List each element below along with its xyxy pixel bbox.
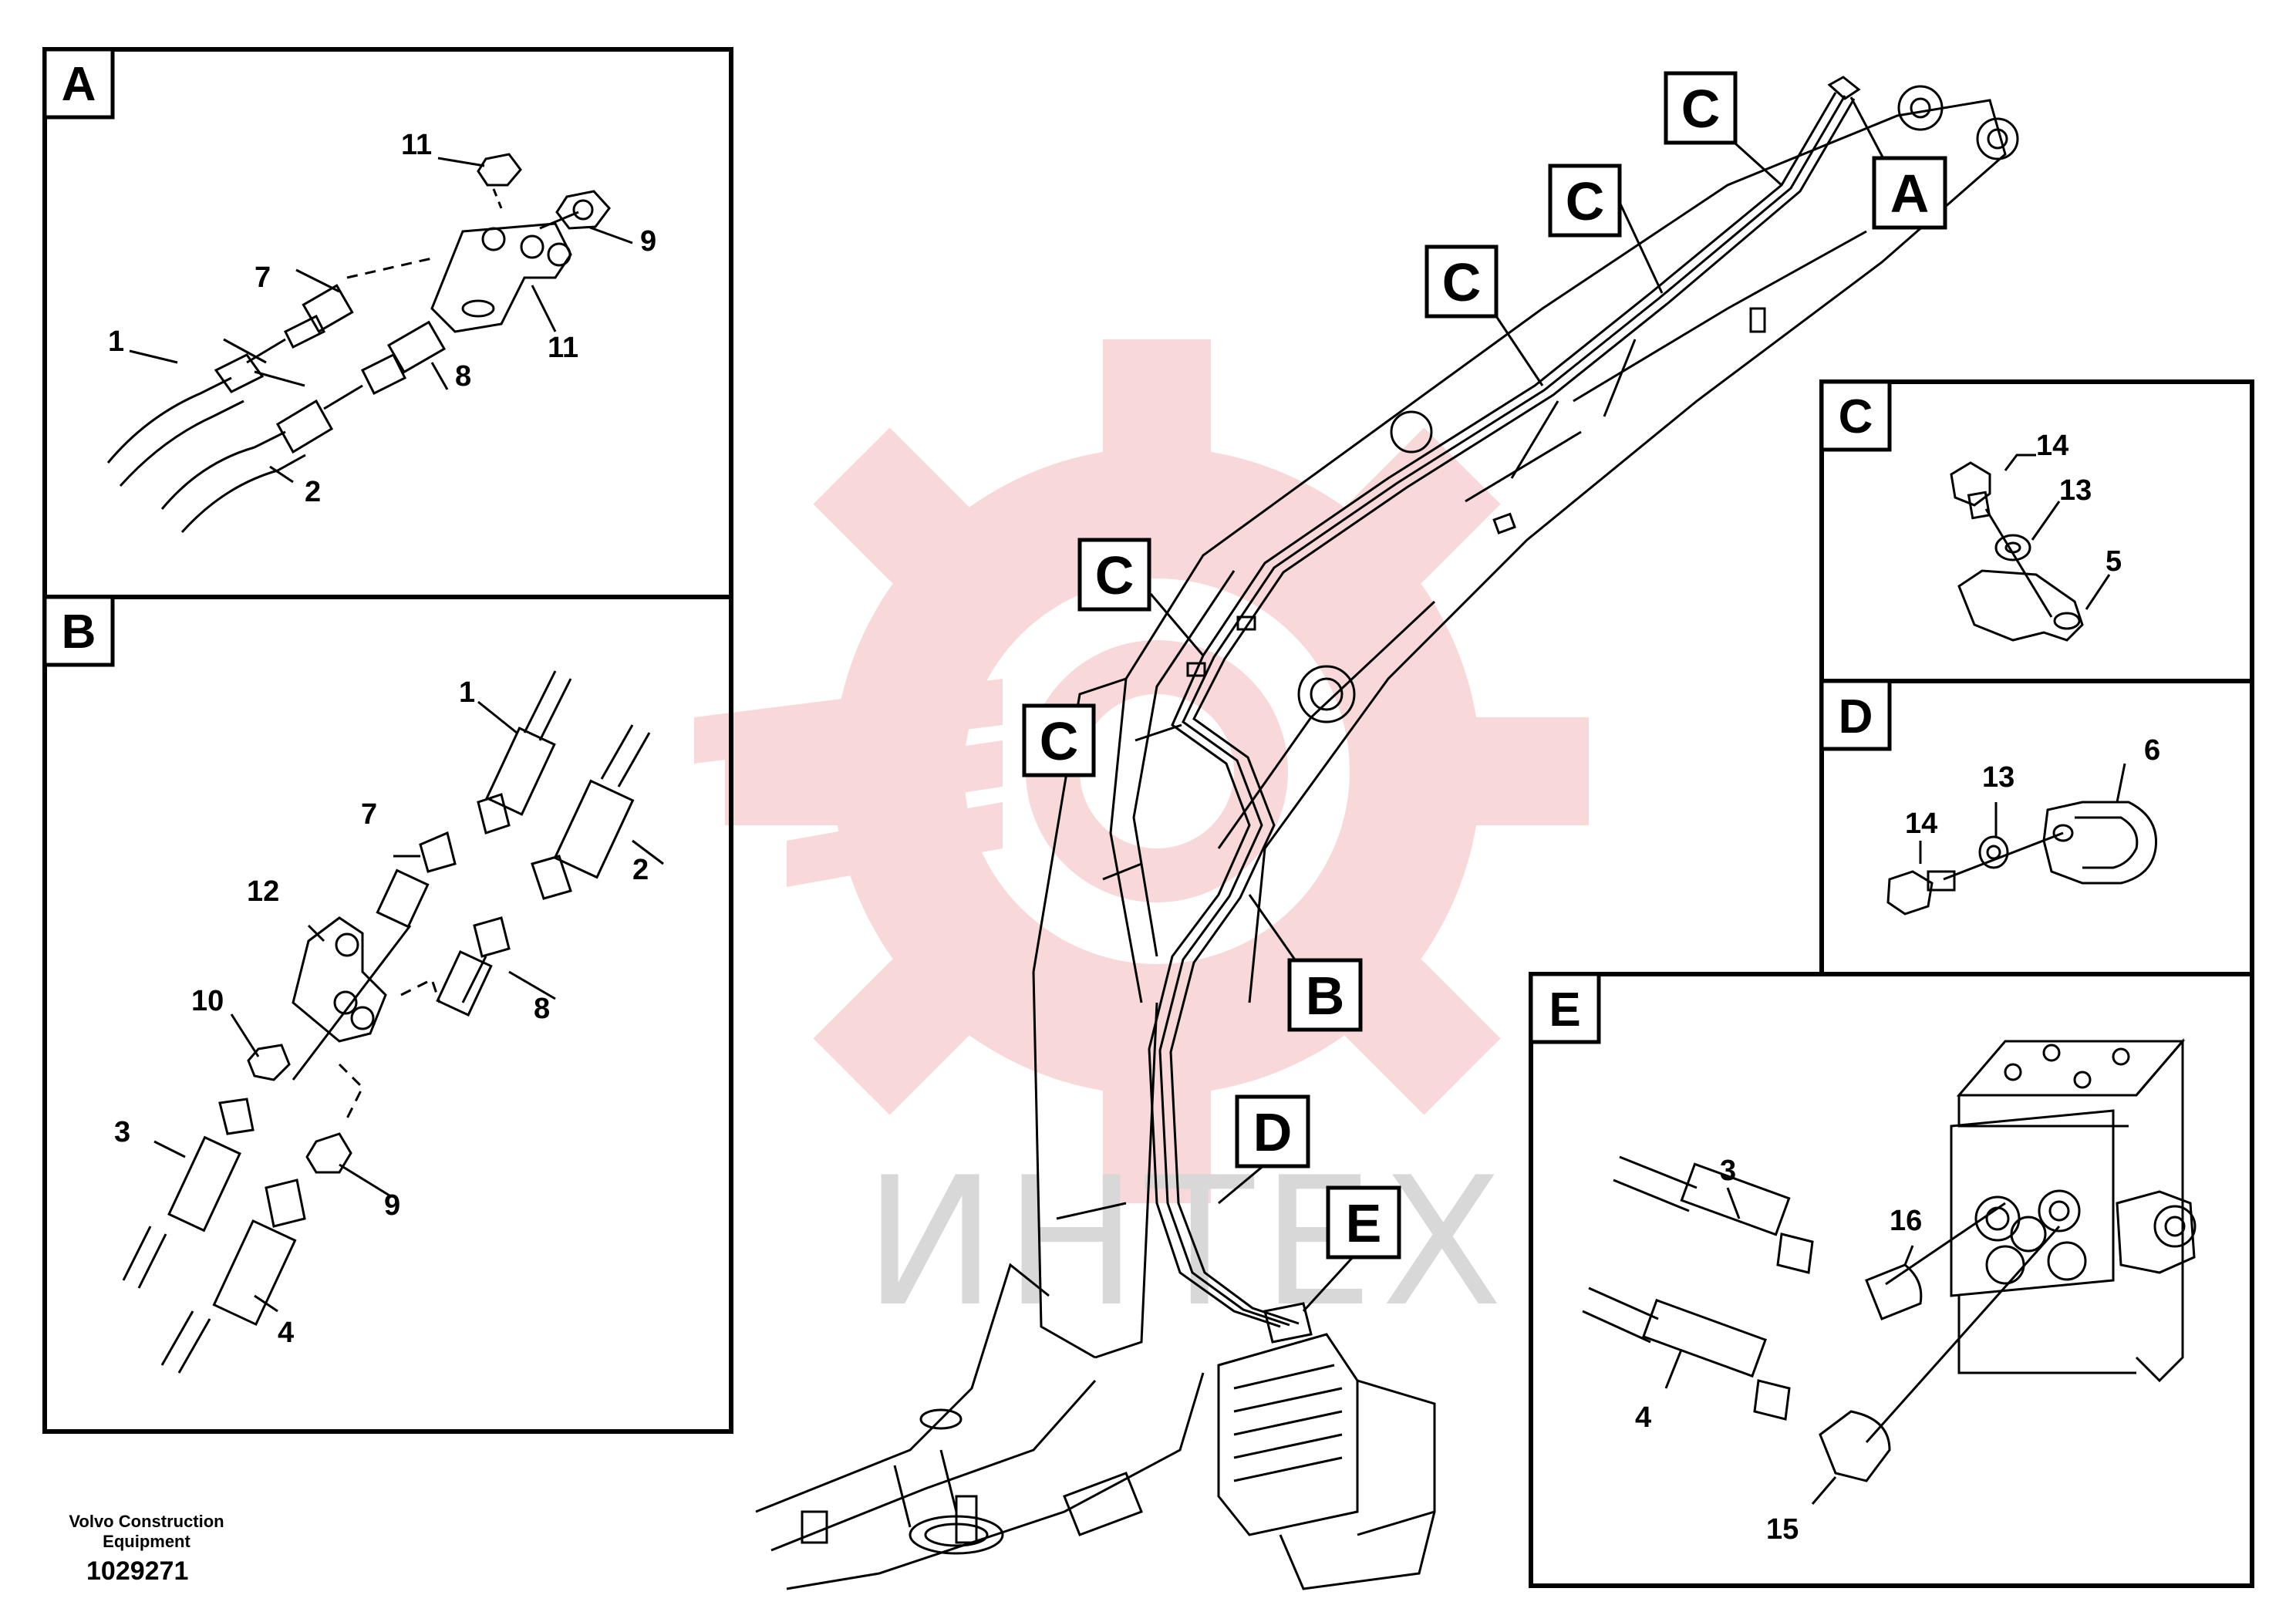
company-line-2: Equipment <box>103 1532 190 1551</box>
callout-11: 11 <box>548 332 578 364</box>
main-callout-C5: C <box>1022 703 1096 777</box>
callout-3: 3 <box>1720 1155 1736 1187</box>
inset-label-B: B <box>62 605 96 659</box>
callout-1: 1 <box>108 325 124 358</box>
main-callout-C2: C <box>1548 164 1622 238</box>
hose-routing <box>1148 76 1861 1328</box>
watermark-text: ИНТЕХ <box>864 1140 1510 1346</box>
view-reference-C: C <box>1040 711 1079 771</box>
callout-2: 2 <box>305 476 321 508</box>
main-callout-E: E <box>1326 1185 1401 1259</box>
callout-13: 13 <box>1982 761 2014 794</box>
inset-label-D: D <box>1839 690 1873 744</box>
inset-C: C 14 13 5 <box>1819 379 2254 683</box>
callout-5: 5 <box>2106 545 2122 578</box>
view-reference-A: A <box>1890 164 1930 224</box>
callout-13: 13 <box>2059 474 2092 507</box>
main-callout-C3: C <box>1424 244 1499 319</box>
callout-8: 8 <box>534 993 550 1025</box>
view-reference-C: C <box>1681 79 1721 139</box>
callout-14: 14 <box>1905 808 1937 840</box>
callout-4: 4 <box>278 1317 294 1349</box>
inset-label-C: C <box>1839 390 1873 443</box>
callout-3: 3 <box>114 1116 130 1148</box>
callout-8: 8 <box>455 360 471 393</box>
inset-A: A <box>42 47 733 599</box>
callout-7: 7 <box>255 261 271 294</box>
view-reference-C: C <box>1442 252 1482 312</box>
company-name: Volvo Construction Equipment <box>31 1512 262 1552</box>
view-reference-D: D <box>1253 1102 1293 1162</box>
view-reference-E: E <box>1346 1193 1382 1253</box>
view-reference-C: C <box>1095 545 1135 605</box>
inset-B: B <box>42 595 733 1434</box>
callout-7: 7 <box>361 798 377 831</box>
main-callout-C4: C <box>1077 538 1151 612</box>
watermark-gear-logo <box>694 339 1589 1203</box>
inset-label-E: E <box>1549 983 1580 1037</box>
main-callout-B: B <box>1287 958 1363 1032</box>
callout-9: 9 <box>384 1189 400 1222</box>
inset-A-label: A <box>62 58 96 111</box>
callout-4: 4 <box>1635 1401 1651 1434</box>
inset-D: D 14 13 6 <box>1819 679 2254 976</box>
callout-15: 15 <box>1766 1513 1799 1546</box>
callout-1: 1 <box>459 676 475 709</box>
callout-6: 6 <box>2144 734 2160 767</box>
main-callout-A: A <box>1872 156 1947 230</box>
view-reference-B: B <box>1306 966 1345 1026</box>
callout-2: 2 <box>632 854 649 886</box>
main-callout-D: D <box>1235 1094 1310 1168</box>
view-reference-C: C <box>1566 171 1605 231</box>
callout-16: 16 <box>1890 1205 1922 1237</box>
company-line-1: Volvo Construction <box>69 1512 224 1531</box>
callout-12: 12 <box>247 875 279 908</box>
callout-11: 11 <box>401 129 432 161</box>
drawing-number: 1029271 <box>86 1556 189 1586</box>
main-callout-C1: C <box>1664 71 1738 145</box>
callout-14: 14 <box>2036 430 2068 462</box>
inset-E: E <box>1529 972 2254 1588</box>
callout-9: 9 <box>640 225 656 258</box>
callout-10: 10 <box>191 985 224 1017</box>
main-boom-drawing <box>755 85 2019 1590</box>
